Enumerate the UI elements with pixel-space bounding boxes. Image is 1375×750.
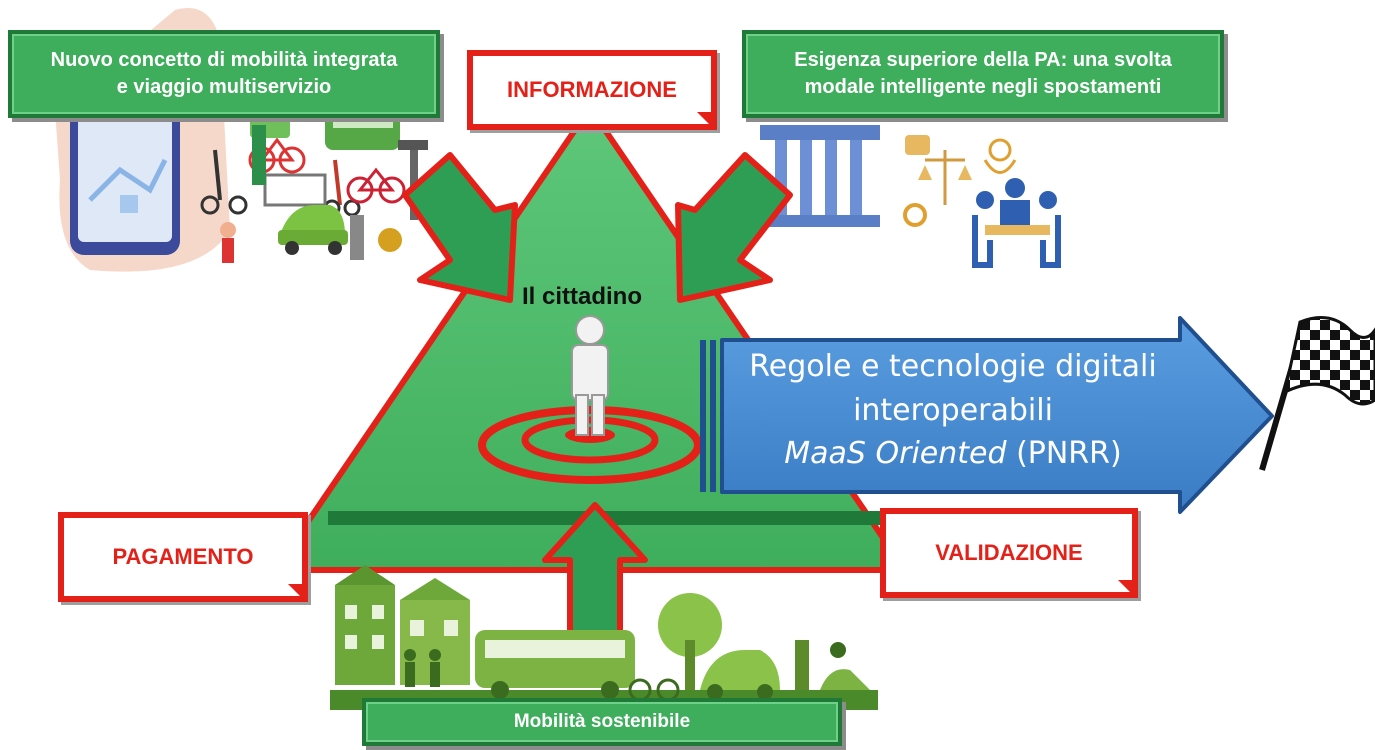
callout-pagamento: PAGAMENTO (58, 512, 308, 602)
arrow-line-3-italic: MaaS Oriented (784, 436, 1007, 471)
bicycle-icon (248, 137, 406, 207)
meeting-people-icon (972, 178, 1061, 268)
banner-line-1: Esigenza superiore della PA: una svolta (794, 49, 1172, 71)
arrow-line-1: Regole e tecnologie digitali (749, 349, 1157, 384)
target-person-icon (478, 315, 702, 484)
callout-label: INFORMAZIONE (507, 77, 677, 102)
arrow-top-left (402, 152, 518, 303)
banner-label: Mobilità sostenibile (513, 711, 691, 733)
callout-label: VALIDAZIONE (935, 540, 1083, 565)
arrow-line-2: interoperabili (853, 392, 1053, 428)
scales-of-justice-icon (903, 135, 1017, 227)
blue-arrow (700, 316, 1274, 514)
banner-line-2: e viaggio multiservizio (116, 76, 332, 98)
arrow-text-block: Regole e tecnologie digitali interoperab… (728, 345, 1178, 476)
arrow-top-right (675, 152, 793, 303)
citizen-label: Il cittadino (522, 283, 642, 310)
banner-sustainable-mobility: Mobilità sostenibile (362, 698, 842, 746)
banner-integrated-mobility: Nuovo concetto di mobilità integrata e v… (8, 30, 440, 118)
arrow-line-3-rest: (PNRR) (1006, 436, 1122, 471)
checkered-flag-icon (1259, 316, 1375, 471)
callout-tail (1118, 580, 1136, 598)
banner-pa-requirement: Esigenza superiore della PA: una svolta … (742, 30, 1224, 118)
arrow-line-3: MaaS Oriented (PNRR) (728, 432, 1178, 476)
callout-tail (288, 584, 306, 602)
banner-line-1: Nuovo concetto di mobilità integrata (50, 49, 398, 71)
callout-informazione: INFORMAZIONE (467, 50, 717, 130)
callout-tail (697, 112, 715, 130)
electric-car-icon (278, 205, 348, 255)
callout-label: PAGAMENTO (112, 544, 254, 569)
callout-validazione: VALIDAZIONE (880, 508, 1138, 598)
banner-line-2: modale intelligente negli spostamenti (804, 76, 1162, 98)
